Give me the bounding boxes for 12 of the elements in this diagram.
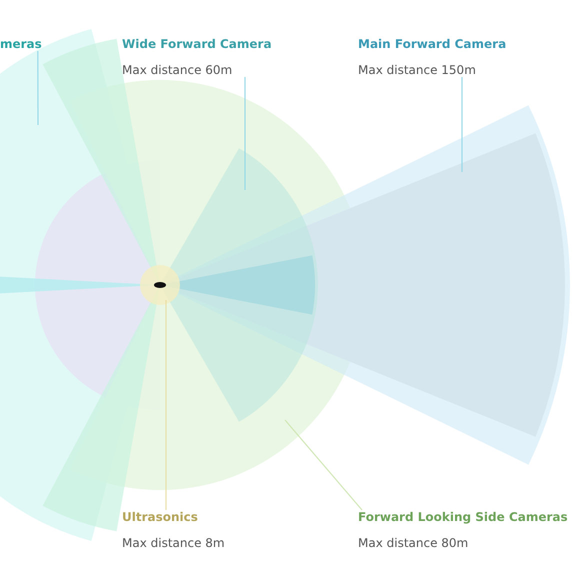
sensor-title: meras <box>0 37 42 51</box>
sensor-title: Ultrasonics <box>122 510 199 524</box>
sensor-title: Main Forward Camera <box>358 37 506 51</box>
range-text: Max distance 150m <box>358 63 477 77</box>
sensor-title: Wide Forward Camera <box>122 37 272 51</box>
leader-line <box>284 420 362 510</box>
leader-line <box>244 76 246 190</box>
range-text: Max distance 60m <box>122 63 234 77</box>
sensor-title: Forward Looking Side Cameras <box>358 510 568 524</box>
range-text: Max distance 80m <box>358 536 470 550</box>
range-text: Max distance 8m <box>122 536 225 550</box>
leader-line <box>37 50 38 126</box>
